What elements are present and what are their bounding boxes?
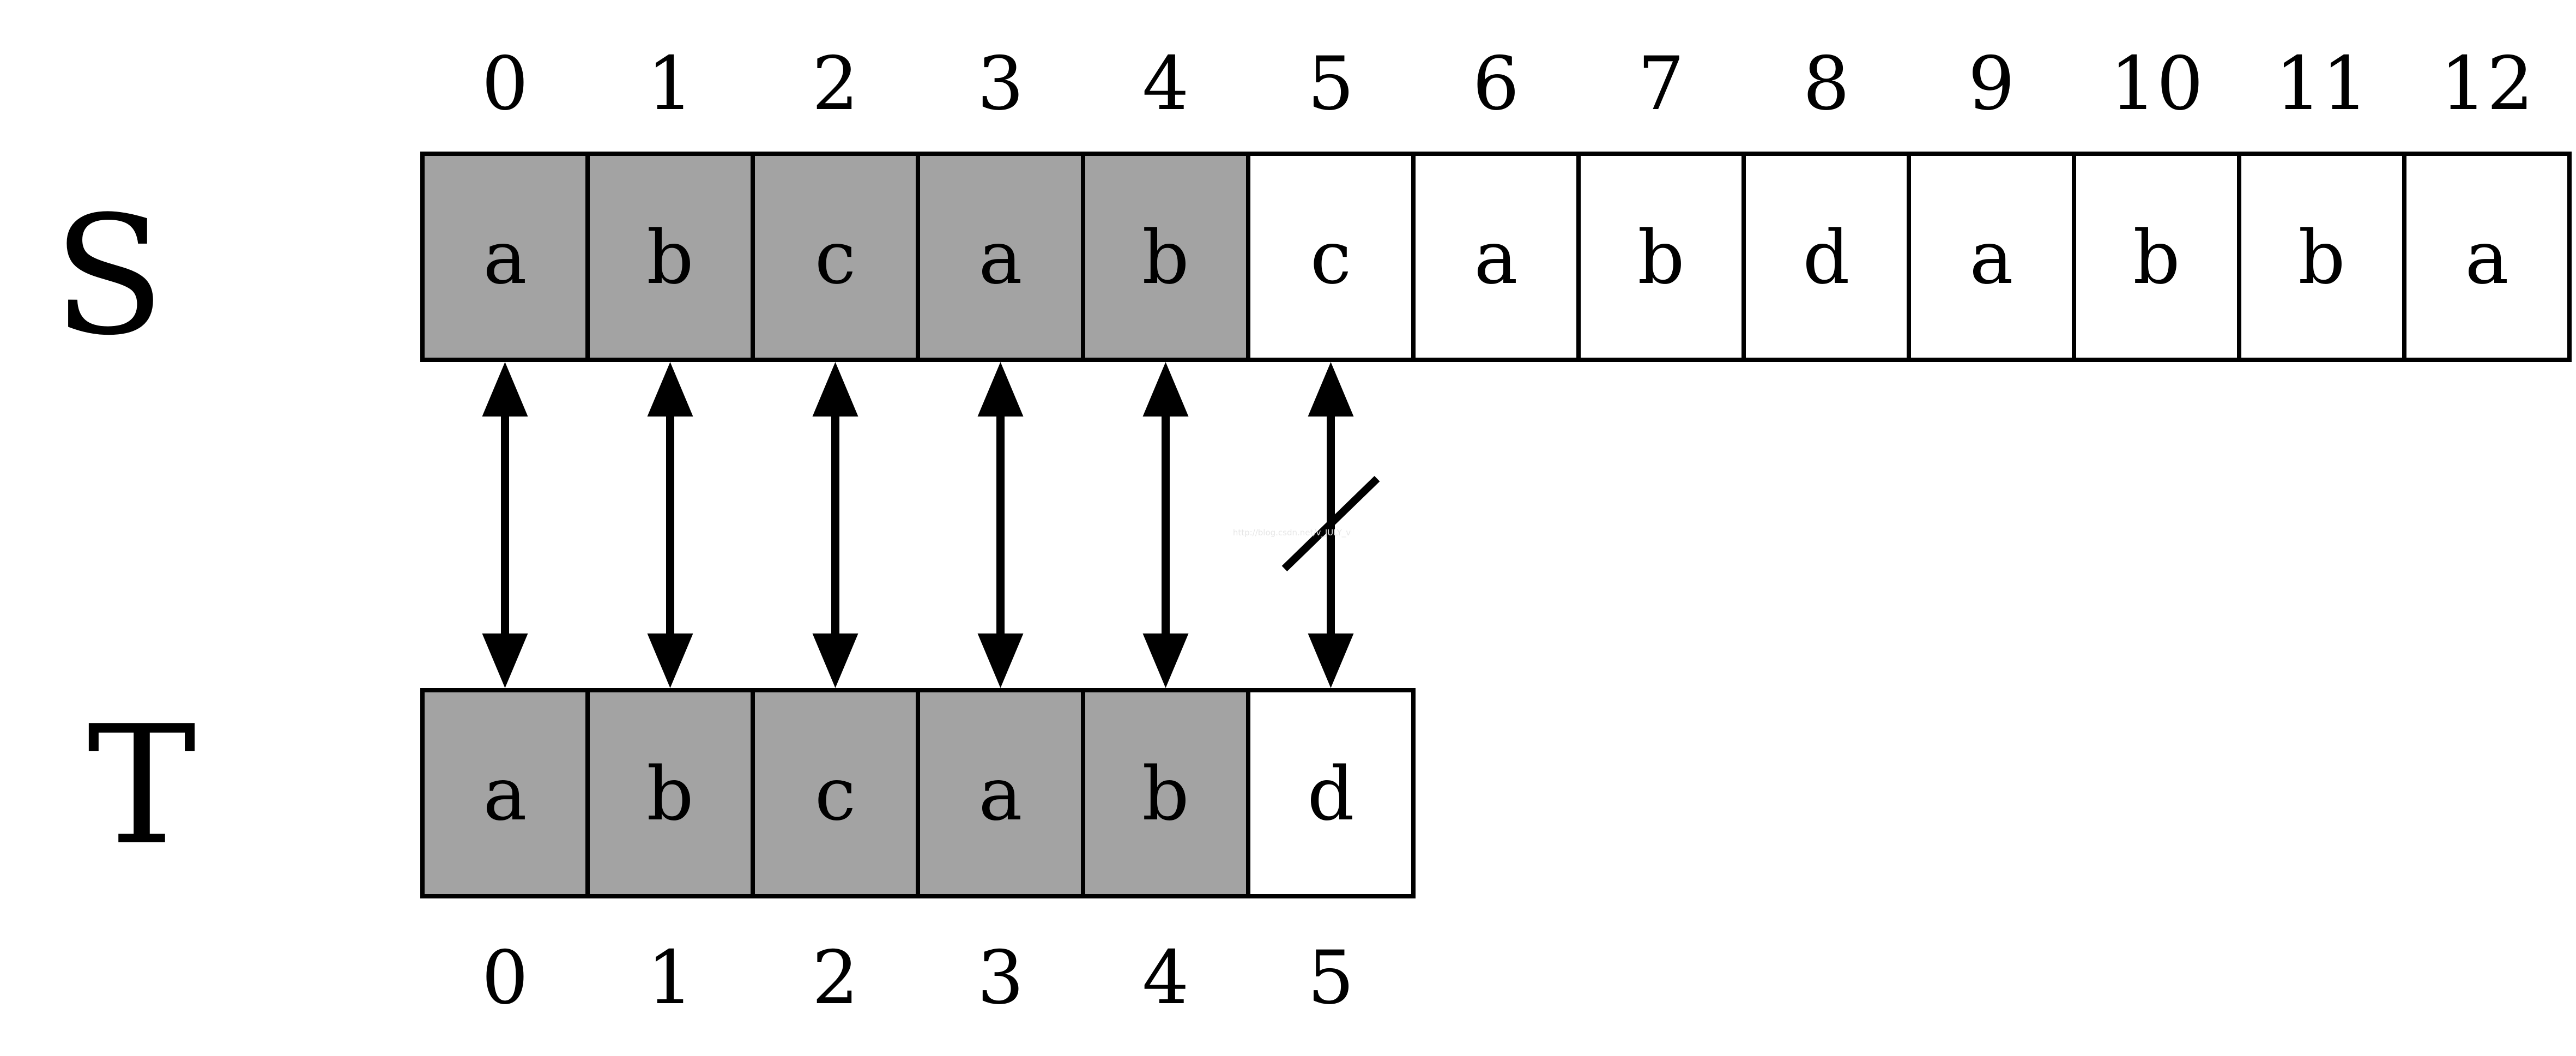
source-char: c <box>815 215 856 300</box>
source-index: 8 <box>1803 41 1850 126</box>
target-index: 0 <box>482 935 529 1021</box>
arrow-head-up <box>977 362 1024 417</box>
arrow-head-down <box>1142 633 1189 688</box>
target-row-label: T <box>87 691 197 881</box>
target-index: 5 <box>1308 935 1354 1021</box>
source-index: 0 <box>482 41 529 126</box>
source-char: b <box>646 215 693 300</box>
target-char: d <box>1307 751 1354 837</box>
source-cell <box>751 152 920 362</box>
source-index: 7 <box>1638 41 1685 126</box>
mismatch-arrow <box>1281 362 1380 688</box>
arrow-head-up <box>647 362 693 417</box>
match-arrow <box>977 362 1024 688</box>
source-index: 12 <box>2440 41 2534 126</box>
target-char: a <box>978 751 1023 837</box>
arrow-head-up <box>482 362 528 417</box>
source-index: 4 <box>1142 41 1189 126</box>
target-char: a <box>483 751 527 837</box>
target-index: 1 <box>647 935 694 1021</box>
source-index: 10 <box>2110 41 2204 126</box>
source-index: 3 <box>977 41 1024 126</box>
source-index: 1 <box>647 41 694 126</box>
source-char: a <box>1474 215 1518 300</box>
target-cell <box>751 688 920 898</box>
match-arrow <box>1142 362 1189 688</box>
not-equal-slash <box>1281 475 1380 572</box>
source-char: c <box>1310 215 1352 300</box>
watermark-text: http://blog.csdn.net/v_JULY_v <box>1233 528 1351 538</box>
target-index: 3 <box>977 935 1024 1021</box>
source-cell <box>1246 152 1416 362</box>
source-char: b <box>1142 215 1189 300</box>
arrow-head-up <box>1142 362 1189 417</box>
target-cell <box>916 688 1085 898</box>
target-char: c <box>815 751 856 837</box>
target-cell <box>420 688 590 898</box>
source-index: 5 <box>1308 41 1354 126</box>
target-index-row: 0 1 2 3 4 5 <box>482 935 1354 1021</box>
source-index: 6 <box>1473 41 1520 126</box>
source-index: 9 <box>1968 41 2015 126</box>
source-cell <box>585 152 755 362</box>
source-char: b <box>2298 215 2345 300</box>
source-row-label: S <box>53 181 165 371</box>
source-cell <box>2237 152 2406 362</box>
source-index: 11 <box>2275 41 2369 126</box>
match-arrow <box>647 362 693 688</box>
source-cell <box>1411 152 1581 362</box>
comparison-arrows <box>482 362 1380 688</box>
match-arrow <box>482 362 528 688</box>
arrow-head-down <box>1308 633 1354 688</box>
arrow-head-up <box>1308 362 1354 417</box>
source-index: 2 <box>812 41 859 126</box>
target-cell <box>1081 688 1250 898</box>
source-cell <box>420 152 590 362</box>
target-index: 4 <box>1142 935 1189 1021</box>
source-char: b <box>1637 215 1684 300</box>
arrow-head-up <box>812 362 858 417</box>
arrow-head-down <box>647 633 693 688</box>
source-cell <box>1741 152 1911 362</box>
target-cell <box>1246 688 1416 898</box>
source-cell <box>2402 152 2572 362</box>
source-char: a <box>483 215 527 300</box>
source-cell <box>1576 152 1746 362</box>
arrow-head-down <box>482 633 528 688</box>
source-cell <box>1081 152 1250 362</box>
target-char: b <box>1142 751 1189 837</box>
source-char: a <box>2465 215 2509 300</box>
source-char: b <box>2133 215 2180 300</box>
source-char: a <box>1969 215 2013 300</box>
arrow-head-down <box>977 633 1024 688</box>
source-char: d <box>1803 215 1849 300</box>
target-index: 2 <box>812 935 859 1021</box>
source-cell <box>1907 152 2076 362</box>
target-char: b <box>646 751 693 837</box>
arrow-head-down <box>812 633 858 688</box>
match-arrow <box>812 362 858 688</box>
source-char: a <box>978 215 1023 300</box>
